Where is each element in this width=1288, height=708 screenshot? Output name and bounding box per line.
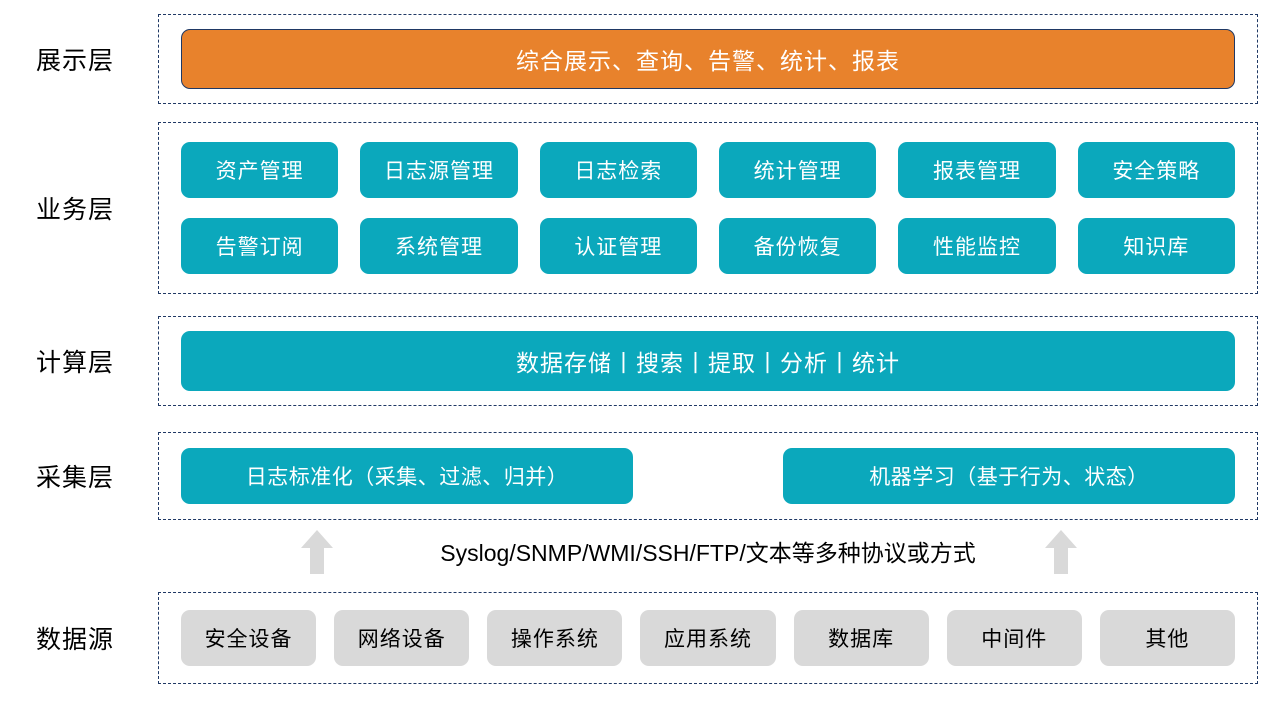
business-item-backup-restore[interactable]: 备份恢复 (718, 218, 877, 274)
datasource-item-other[interactable]: 其他 (1099, 610, 1235, 666)
business-item-system-management[interactable]: 系统管理 (360, 218, 518, 274)
layer-container-compute: 数据存储丨搜索丨提取丨分析丨统计 (158, 316, 1258, 406)
collection-item-log-normalization[interactable]: 日志标准化（采集、过滤、归并） (181, 448, 633, 504)
business-item-asset-management[interactable]: 资产管理 (181, 142, 339, 198)
layer-label-business: 业务层 (35, 196, 114, 224)
layer-container-business: 资产管理 日志源管理 日志检索 统计管理 报表管理 安全策略 告警订阅 系统管理… (158, 122, 1258, 294)
layer-container-datasource: 安全设备 网络设备 操作系统 应用系统 数据库 中间件 其他 (158, 592, 1258, 684)
business-item-log-search[interactable]: 日志检索 (539, 142, 697, 198)
business-item-performance-monitor[interactable]: 性能监控 (898, 218, 1056, 274)
datasource-item-application[interactable]: 应用系统 (640, 610, 776, 666)
business-item-security-policy[interactable]: 安全策略 (1077, 142, 1235, 198)
layer-label-datasource: 数据源 (35, 626, 114, 654)
business-grid: 资产管理 日志源管理 日志检索 统计管理 报表管理 安全策略 告警订阅 系统管理… (159, 126, 1257, 290)
collection-item-machine-learning[interactable]: 机器学习（基于行为、状态） (783, 448, 1235, 504)
presentation-banner[interactable]: 综合展示、查询、告警、统计、报表 (181, 29, 1235, 89)
layer-label-collection: 采集层 (35, 464, 114, 492)
business-item-auth-management[interactable]: 认证管理 (539, 218, 697, 274)
datasource-item-operating-system[interactable]: 操作系统 (487, 610, 623, 666)
arrow-up-icon (1045, 530, 1077, 574)
business-item-knowledge-base[interactable]: 知识库 (1077, 218, 1235, 274)
datasource-item-security-device[interactable]: 安全设备 (181, 610, 317, 666)
arrow-up-icon (301, 530, 333, 574)
compute-banner[interactable]: 数据存储丨搜索丨提取丨分析丨统计 (181, 331, 1235, 391)
collection-row: 日志标准化（采集、过滤、归并） 机器学习（基于行为、状态） (159, 448, 1257, 504)
datasource-item-database[interactable]: 数据库 (793, 610, 929, 666)
business-item-statistics-management[interactable]: 统计管理 (718, 142, 877, 198)
layer-label-compute: 计算层 (35, 349, 114, 377)
transport-protocols-label: Syslog/SNMP/WMI/SSH/FTP/文本等多种协议或方式 (440, 540, 976, 566)
datasource-item-middleware[interactable]: 中间件 (946, 610, 1082, 666)
layer-label-presentation: 展示层 (35, 47, 114, 75)
business-item-report-management[interactable]: 报表管理 (898, 142, 1056, 198)
business-item-log-source-management[interactable]: 日志源管理 (360, 142, 518, 198)
layer-container-presentation: 综合展示、查询、告警、统计、报表 (158, 14, 1258, 104)
business-item-alarm-subscription[interactable]: 告警订阅 (181, 218, 339, 274)
transport-strip: Syslog/SNMP/WMI/SSH/FTP/文本等多种协议或方式 (158, 524, 1258, 578)
datasource-item-network-device[interactable]: 网络设备 (334, 610, 470, 666)
datasource-row: 安全设备 网络设备 操作系统 应用系统 数据库 中间件 其他 (159, 610, 1257, 666)
layer-container-collection: 日志标准化（采集、过滤、归并） 机器学习（基于行为、状态） (158, 432, 1258, 520)
